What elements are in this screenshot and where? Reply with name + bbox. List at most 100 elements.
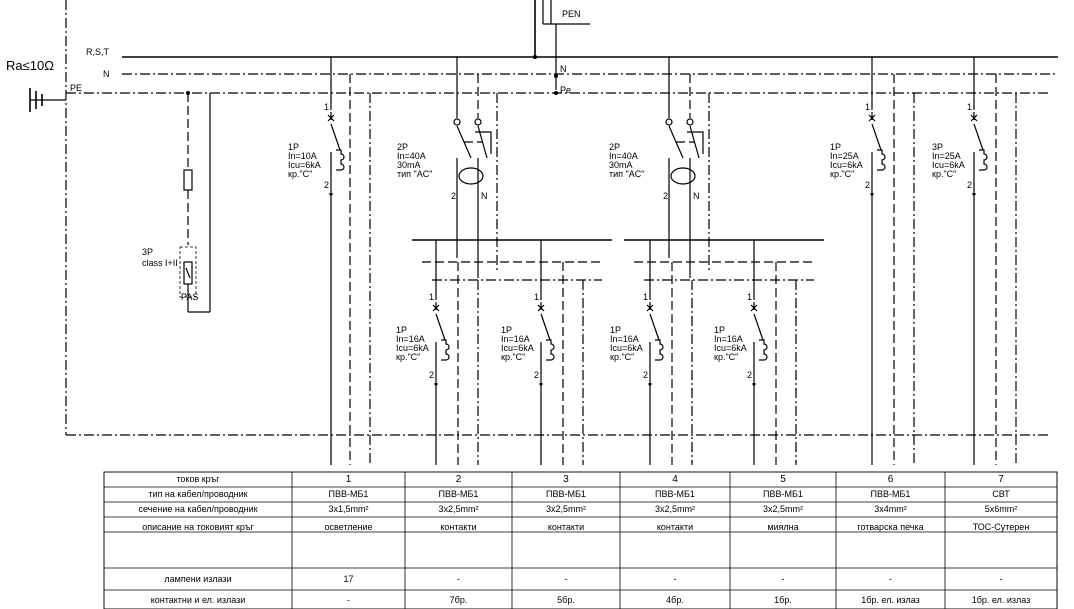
breaker-label-line: Icu=6kA [288, 160, 321, 170]
table-cell: 3x2,5mm² [763, 504, 803, 514]
table-cell: 7 [998, 474, 1004, 485]
breaker-label-line: кр."C" [714, 352, 738, 362]
table-cell: 3x2,5mm² [546, 504, 586, 514]
surge-protector: 3P class I+II PAS [142, 91, 211, 313]
terminal-2-label: 2 [534, 370, 539, 380]
breaker-label-line: In=16A [714, 334, 743, 344]
n-label: N [103, 69, 110, 79]
breaker-label-line: In=16A [396, 334, 425, 344]
pe-center-label: Pe [560, 85, 571, 95]
breaker-label-line: кр."C" [932, 169, 956, 179]
circuit-schedule-table: токов кръг тип на кабел/проводник сечение … [103, 471, 1058, 609]
table-cell: 2 [456, 474, 462, 485]
breaker-label-line: 30mA [609, 160, 633, 170]
table-cell: 5 [780, 474, 786, 485]
breaker-label-line: тип "AC" [609, 169, 644, 179]
breaker-label-line: Icu=6kA [714, 343, 747, 353]
terminal-1-label: 1 [747, 292, 752, 302]
table-cell: осветление [324, 522, 372, 532]
table-cell: ПВВ-МБ1 [329, 489, 369, 499]
breaker-label-line: кр."C" [830, 169, 854, 179]
table-cell: 1 [346, 474, 352, 485]
incoming-supply: PEN N Pe [533, 0, 590, 95]
breaker-label-line: 2P [609, 142, 620, 152]
terminal-1-label: 1 [324, 102, 329, 112]
terminal-2-label: 2 [451, 191, 456, 201]
spd-poles-label: 3P [142, 247, 153, 257]
table-cell: миялна [767, 522, 798, 532]
breaker-label-line: кр."C" [396, 352, 420, 362]
pen-label: PEN [562, 9, 581, 19]
breaker-label-line: In=16A [501, 334, 530, 344]
table-cell: 3x1,5mm² [328, 504, 368, 514]
breaker-label-line: In=40A [397, 151, 426, 161]
terminal-1-label: 1 [643, 292, 648, 302]
row-header: сечение на кабел/проводник [138, 504, 257, 514]
breaker-label-line: In=10A [288, 151, 317, 161]
row-header: тип на кабел/проводник [148, 489, 247, 499]
row-header: описание на токовият кръг [142, 522, 254, 532]
row-header: лампени излази [164, 574, 231, 584]
earthing-electrode: Ra≤10Ω [6, 58, 66, 112]
terminal-1-label: 1 [967, 102, 972, 112]
table-cell: - [565, 574, 568, 584]
breaker-label-line: 1P [396, 325, 407, 335]
row-header: токов кръг [176, 474, 220, 484]
table-cell: готварска печка [857, 522, 923, 532]
breaker-label-line: Icu=6kA [501, 343, 534, 353]
table-cell: 5x6mm² [985, 504, 1018, 514]
n-center-label: N [560, 64, 567, 74]
terminal-1-label: 1 [429, 292, 434, 302]
breaker-label-line: 3P [932, 142, 943, 152]
rst-label: R,S,T [86, 47, 110, 57]
table-cell: 7бр. [450, 595, 468, 605]
table-cell: - [674, 574, 677, 584]
breaker-label-line: Icu=6kA [396, 343, 429, 353]
table-cell: 17 [343, 574, 353, 584]
terminal-2-label: 2 [747, 370, 752, 380]
breaker-label-line: In=40A [609, 151, 638, 161]
table-cell: ТОС-Сутерен [973, 522, 1030, 532]
breaker-label-line: Icu=6kA [610, 343, 643, 353]
breaker-label-line: тип "AC" [397, 169, 432, 179]
table-cell: - [889, 574, 892, 584]
breaker-label-line: кр."C" [610, 352, 634, 362]
table-cell: ПВВ-МБ1 [763, 489, 803, 499]
spd-class-label: class I+II [142, 258, 178, 268]
breaker-label-line: In=25A [830, 151, 859, 161]
table-cell: контакти [440, 522, 476, 532]
breaker-label-line: 1P [714, 325, 725, 335]
breaker-label-line: 30mA [397, 160, 421, 170]
table-cell: - [347, 595, 350, 605]
busbars: R,S,T N PE [65, 0, 1058, 436]
breaker-label-line: In=25A [932, 151, 961, 161]
table-cell: ПВВ-МБ1 [655, 489, 695, 499]
table-cell: - [1000, 574, 1003, 584]
table-cell: СВТ [992, 489, 1010, 499]
breaker-label-line: 1P [288, 142, 299, 152]
terminal-2-label: 2 [663, 191, 668, 201]
breaker-label-line: 1P [501, 325, 512, 335]
terminal-2-label: 2 [429, 370, 434, 380]
table-cell: контакти [548, 522, 584, 532]
table-cell: 6 [888, 474, 894, 485]
spd-pas-label: PAS [181, 292, 198, 302]
breaker-label-line: кр."C" [501, 352, 525, 362]
terminal-1-label: 1 [534, 292, 539, 302]
table-cell: 3 [563, 474, 569, 485]
breaker-label-line: In=16A [610, 334, 639, 344]
table-cell: 1бр. ел. излаз [861, 595, 919, 605]
table-cell: 3x2,5mm² [438, 504, 478, 514]
breaker-label-line: 1P [610, 325, 621, 335]
table-cell: 4 [672, 474, 678, 485]
table-cell: ПВВ-МБ1 [439, 489, 479, 499]
terminal-2-label: 2 [967, 180, 972, 190]
